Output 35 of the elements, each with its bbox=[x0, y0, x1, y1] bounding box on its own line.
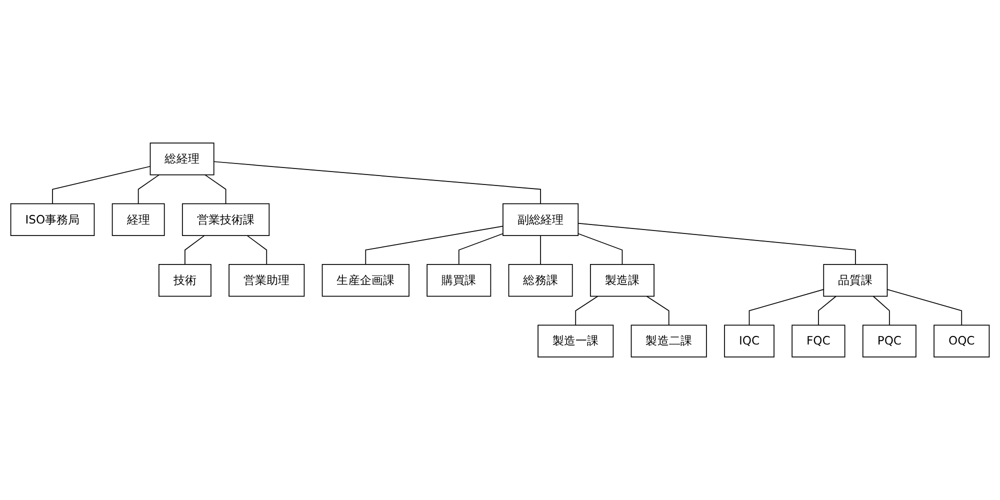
node-box: IQC bbox=[724, 324, 774, 358]
node-box: 製造二課 bbox=[630, 324, 707, 358]
node-box: 総経理 bbox=[150, 142, 214, 176]
connector bbox=[184, 235, 205, 265]
connector bbox=[52, 166, 151, 204]
node-box: OQC bbox=[934, 324, 990, 358]
connector bbox=[138, 174, 160, 204]
node-box: PQC bbox=[862, 324, 916, 358]
connector bbox=[540, 235, 541, 265]
connector bbox=[872, 296, 890, 326]
connector bbox=[818, 296, 836, 326]
node-box: 経理 bbox=[112, 203, 165, 236]
connector bbox=[213, 161, 541, 204]
connector bbox=[365, 226, 504, 265]
node-box: 副総経理 bbox=[502, 203, 579, 236]
connector bbox=[886, 289, 962, 326]
node-box: 営業技術課 bbox=[182, 203, 270, 236]
connector bbox=[748, 289, 824, 326]
connector bbox=[575, 296, 598, 326]
node-box: 製造課 bbox=[590, 264, 654, 297]
node-box: 技術 bbox=[158, 264, 212, 297]
connector bbox=[578, 233, 623, 265]
connector bbox=[458, 233, 504, 265]
node-box: ISO事務局 bbox=[10, 203, 95, 236]
node-box: 製造一課 bbox=[538, 324, 614, 358]
node-box: 生産企画課 bbox=[322, 264, 410, 297]
node-box: 営業助理 bbox=[228, 264, 305, 297]
connector bbox=[646, 296, 670, 326]
node-box: 購買課 bbox=[426, 264, 492, 297]
connector bbox=[204, 174, 226, 204]
node-box: 品質課 bbox=[823, 264, 888, 297]
connector bbox=[246, 235, 268, 265]
node-box: FQC bbox=[792, 324, 846, 358]
connector bbox=[578, 222, 856, 265]
node-box: 総務課 bbox=[508, 264, 573, 297]
